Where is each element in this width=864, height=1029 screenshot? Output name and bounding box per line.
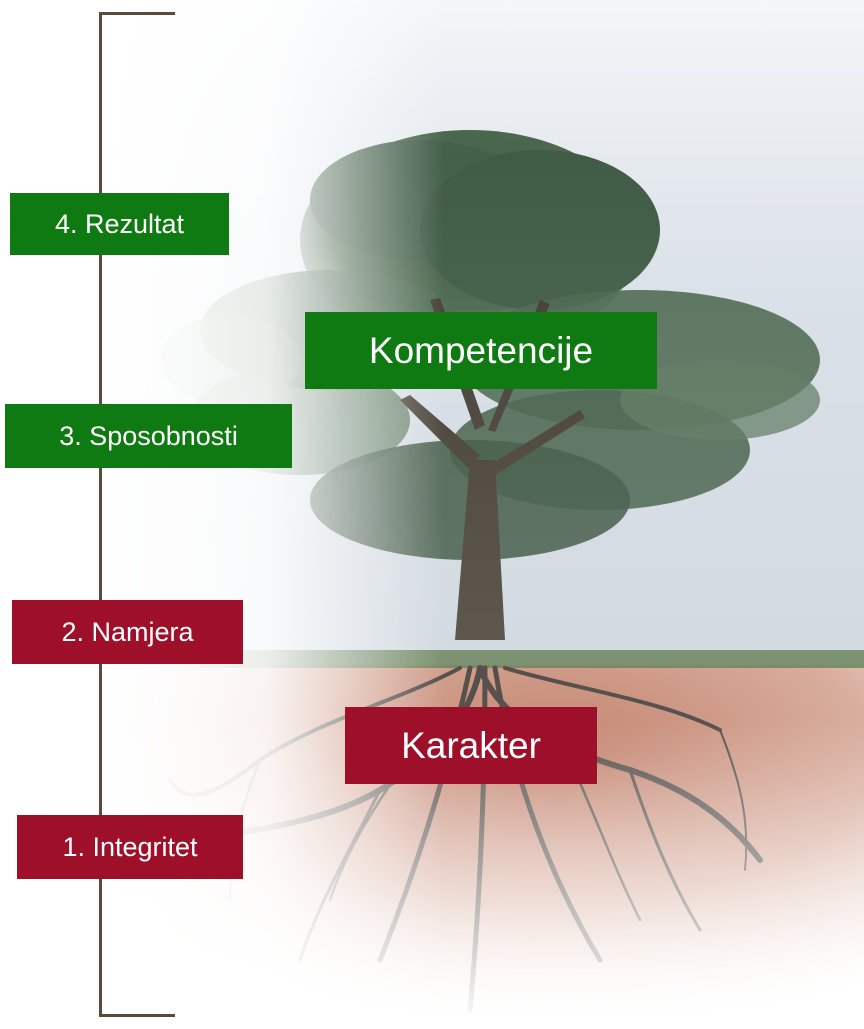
label-sposobnosti: 3. Sposobnosti [5, 404, 292, 468]
label-namjera: 2. Namjera [12, 600, 243, 664]
label-integritet: 1. Integritet [17, 815, 243, 879]
bracket-bottom-tick [99, 1014, 175, 1017]
bracket-top-tick [99, 12, 175, 15]
bracket-vertical-line [99, 12, 102, 1017]
label-karakter: Karakter [345, 707, 597, 784]
label-kompetencije: Kompetencije [305, 312, 657, 389]
label-rezultat: 4. Rezultat [10, 193, 229, 255]
